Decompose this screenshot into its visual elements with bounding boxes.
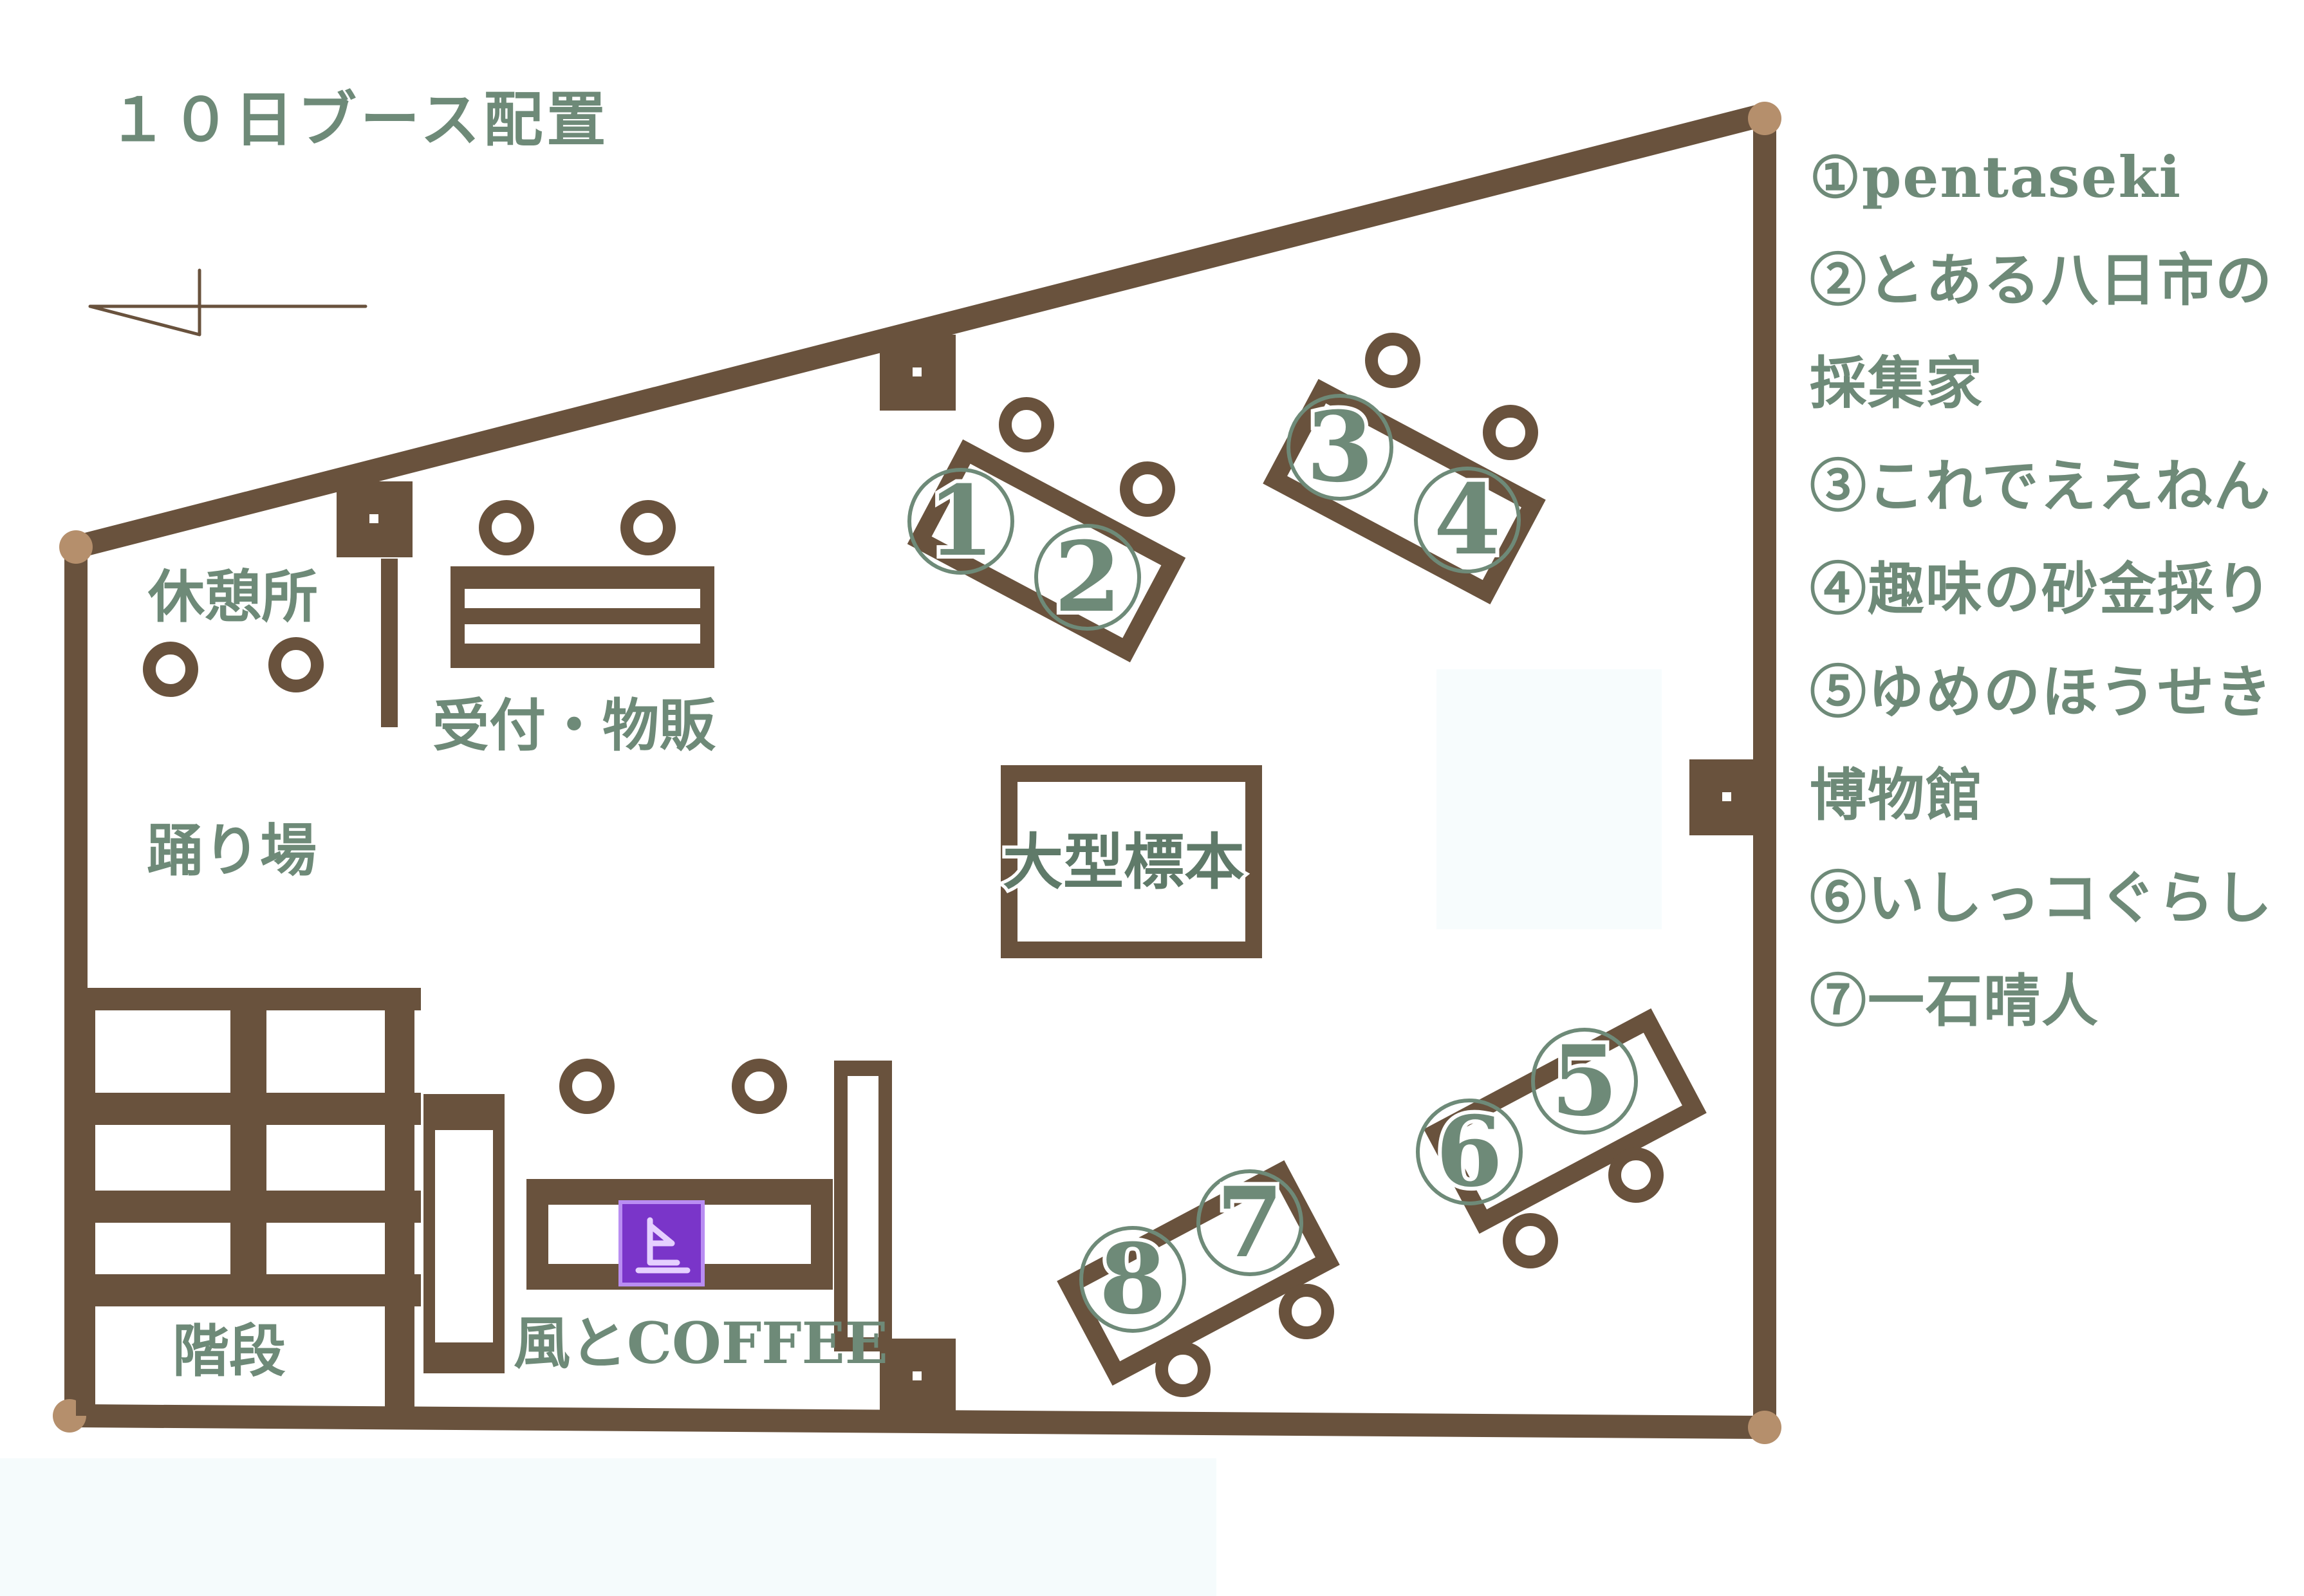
booth-stools-1-2: [999, 397, 1175, 517]
booth-marker-5: 5: [1531, 1021, 1638, 1142]
large-specimen-case: [1001, 765, 1262, 958]
rest-area-label: 休憩所: [147, 563, 318, 630]
booth-number-7: 7: [1216, 1166, 1283, 1279]
booth-number-8: 8: [1099, 1223, 1166, 1336]
coffee-label: 風とCOFFEE: [514, 1310, 888, 1377]
booth-stools-5-6: [1503, 1147, 1664, 1268]
booth-marker-8: 8: [1079, 1219, 1186, 1340]
booth-legend: ①pentaseki ②とある八日市の採集家 ③これでええねん ④趣味の砂金採り…: [1810, 125, 2273, 1052]
stairs-label: 階段: [172, 1317, 286, 1384]
large-specimen-label: 大型標本: [1003, 827, 1245, 898]
booth-marker-4: 4: [1414, 459, 1521, 580]
booth-table-5-6: [1424, 1008, 1707, 1234]
legend-item-1: ①pentaseki: [1810, 144, 2182, 210]
reception-counter: [451, 566, 714, 668]
rest-area-stools: [143, 637, 324, 697]
wall-columns: [337, 335, 1765, 1415]
booth-marker-1: 1: [907, 461, 1014, 582]
sailboat-icon: [618, 1200, 705, 1286]
dance-floor-label: 踊り場: [147, 817, 317, 884]
legend-item-4: ④趣味の砂金採り: [1810, 555, 2274, 622]
booth-stools-3-4: [1365, 333, 1538, 460]
booth-marker-2: 2: [1034, 517, 1141, 638]
reception-label: 受付・物販: [432, 692, 716, 759]
legend-item-7: ⑦一石晴人: [1810, 967, 2100, 1034]
legend-item-3: ③これでええねん: [1810, 452, 2272, 519]
stairs-block: [76, 988, 505, 1425]
map-title: １０日ブース配置: [108, 85, 609, 154]
booth-table-1-2: [907, 439, 1186, 663]
corner-posts: [53, 102, 1781, 1444]
booth-marker-3: 3: [1287, 387, 1393, 508]
bottom-strip: [0, 1458, 1216, 1596]
coffee-stools: [559, 1059, 787, 1114]
booth-number-6: 6: [1436, 1095, 1503, 1209]
booth-stools-7-8: [1155, 1284, 1334, 1397]
booth-number-5: 5: [1551, 1025, 1618, 1138]
legend-item-5: ⑤ゆめのほうせき博物館: [1810, 658, 2274, 828]
booth-number-3: 3: [1306, 391, 1373, 504]
partition-wall: [381, 559, 398, 727]
legend-item-6: ⑥いしっコぐらし: [1810, 864, 2274, 931]
reception-stools: [479, 500, 676, 555]
legend-item-2: ②とある八日市の採集家: [1810, 246, 2274, 416]
booth-number-4: 4: [1434, 463, 1501, 577]
north-arrow-icon: [88, 268, 367, 337]
booth-table-3-4: [1263, 378, 1546, 605]
booth-marker-7: 7: [1196, 1162, 1303, 1283]
blank-panel: [1436, 669, 1662, 929]
booth-number-2: 2: [1054, 521, 1121, 634]
booth-number-1: 1: [927, 465, 994, 578]
booth-marker-6: 6: [1416, 1091, 1523, 1212]
